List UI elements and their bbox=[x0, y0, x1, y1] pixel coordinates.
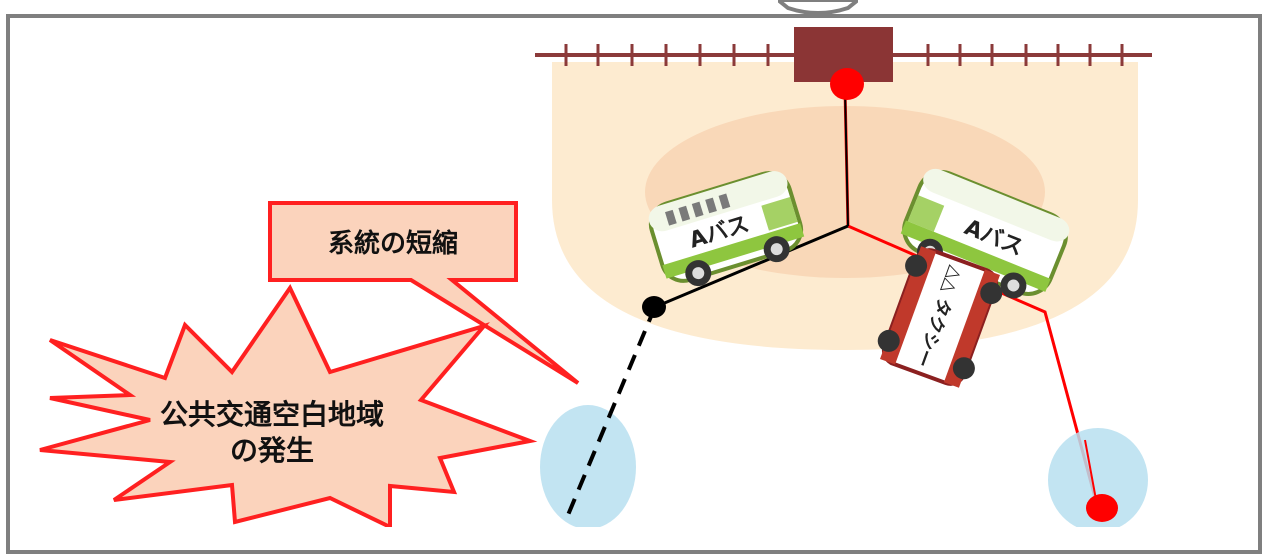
blank-area-text-line2: の発生 bbox=[230, 434, 314, 467]
black-route-trunk bbox=[844, 89, 849, 227]
discontinued-route-line bbox=[566, 306, 657, 516]
route-shortening-callout: 系統の短縮 bbox=[268, 201, 580, 385]
blank-area-burst-callout: 公共交通空白地域 の発生 bbox=[39, 284, 538, 527]
bus-icon-left: Aバス bbox=[648, 171, 805, 287]
diagram-svg: Aバス Aバス bbox=[39, 27, 1152, 527]
taxi-icon: △△ タクシー bbox=[877, 246, 1003, 388]
red-route-stop-area bbox=[1048, 428, 1148, 527]
red-route-to-stop bbox=[1084, 439, 1098, 506]
abandoned-stop-area bbox=[540, 405, 636, 527]
bus-icon-right: Aバス bbox=[900, 168, 1070, 299]
red-terminal-stop-marker-icon bbox=[1086, 494, 1118, 522]
top-arrow-icon bbox=[778, 0, 858, 14]
black-route-line bbox=[654, 224, 849, 309]
blank-area-text-line1: 公共交通空白地域 bbox=[160, 398, 384, 431]
route-shortening-text: 系統の短縮 bbox=[328, 228, 458, 259]
station-stop-marker-icon bbox=[830, 68, 864, 100]
diagram-canvas: Aバス Aバス bbox=[6, 0, 1262, 554]
terminal-stop-marker-icon bbox=[642, 296, 666, 318]
